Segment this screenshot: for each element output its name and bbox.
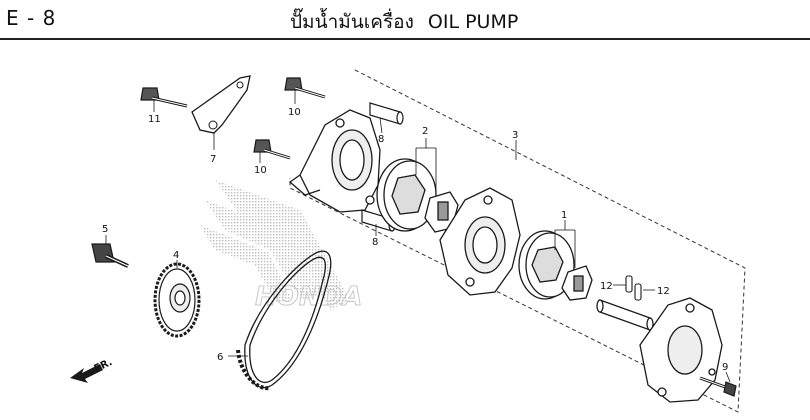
callout-5: 5 — [102, 224, 108, 235]
callout-6: 6 — [217, 352, 223, 363]
callout-12-left: 12 — [600, 281, 613, 292]
callout-2: 2 — [422, 126, 428, 137]
title-english: OIL PUMP — [427, 11, 519, 33]
pin-12-b — [634, 283, 642, 301]
bolt-5 — [91, 243, 129, 268]
bolt-10-upper — [284, 77, 326, 99]
callout-3: 3 — [512, 130, 518, 141]
callout-10-lower: 10 — [254, 165, 267, 176]
callout-8-upper: 8 — [378, 134, 384, 145]
callout-8-lower: 8 — [372, 237, 378, 248]
bolt-10-lower — [253, 139, 291, 160]
callout-7: 7 — [210, 154, 216, 165]
honda-wing-watermark: HONDA — [200, 180, 363, 313]
rotor-set-2 — [376, 158, 459, 233]
callout-11: 11 — [148, 114, 161, 125]
page-header: E - 8 ปั๊มน้ำมันเครื่อง OIL PUMP — [0, 0, 810, 40]
callout-4: 4 — [173, 250, 179, 261]
oil-pump-guide-plate — [191, 75, 251, 134]
page-title: ปั๊มน้ำมันเครื่อง OIL PUMP — [290, 7, 518, 37]
rotor-set-1 — [518, 230, 593, 301]
page-code: E - 8 — [6, 6, 57, 30]
watermark-text: HONDA — [255, 282, 362, 312]
driven-sprocket — [153, 262, 201, 338]
screw-9 — [699, 376, 737, 397]
callout-10-upper: 10 — [288, 107, 301, 118]
leader-lines — [105, 90, 731, 383]
assembly-boundary — [289, 69, 746, 413]
front-direction-arrow: FR. — [70, 357, 114, 383]
callout-1: 1 — [561, 210, 567, 221]
title-thai: ปั๊มน้ำมันเครื่อง — [290, 11, 414, 33]
pump-body-middle — [439, 187, 521, 296]
bolt-11 — [140, 87, 188, 108]
callout-9: 9 — [722, 362, 728, 373]
pin-12-a — [625, 275, 633, 293]
front-direction-label: FR. — [93, 357, 114, 375]
dowel-pin-8-upper — [369, 102, 404, 125]
pump-shaft — [596, 299, 654, 331]
pump-housing-front — [288, 109, 381, 213]
pump-cover — [639, 297, 723, 403]
callout-12-right: 12 — [657, 286, 670, 297]
drive-chain — [236, 250, 332, 391]
header-divider — [0, 38, 810, 40]
